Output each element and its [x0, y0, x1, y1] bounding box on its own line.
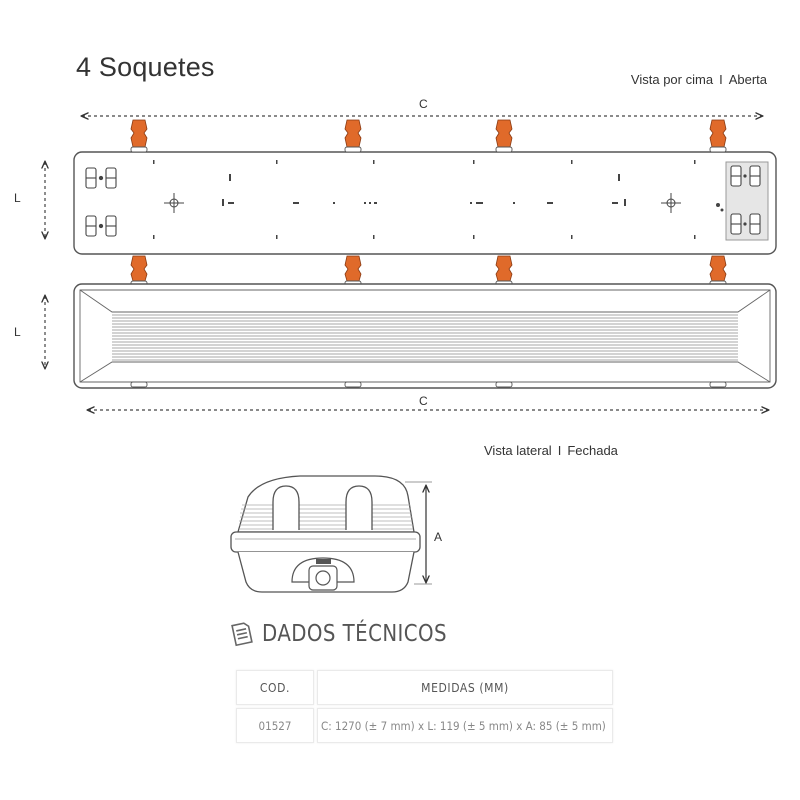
clip-mid-3 [495, 255, 513, 287]
side-width-dimension: L [14, 296, 45, 368]
mount-cross-right [661, 193, 681, 213]
height-label: A [434, 530, 442, 544]
document-icon [231, 622, 253, 647]
side-view-caption-left: Vista lateral [484, 443, 552, 458]
clip-mid-4 [709, 255, 727, 287]
clip-top-4 [709, 119, 727, 153]
top-length-dimension: C [82, 97, 762, 116]
technical-data-heading: DADOS TÉCNICOS [228, 620, 477, 648]
right-lamp-holders [716, 161, 769, 241]
side-view-caption-right: Fechada [567, 443, 618, 458]
page-title: 4 Soquetes [76, 52, 215, 82]
header-measures: MEDIDAS (MM) [317, 670, 613, 705]
top-length-label: C [419, 97, 428, 111]
top-view-caption-right: Aberta [728, 72, 767, 87]
spec-table-header: COD. MEDIDAS (MM) [236, 670, 613, 705]
interior-marks [153, 160, 696, 239]
side-length-label: C [419, 394, 428, 408]
diffuser-view [73, 283, 777, 389]
clip-top-1 [130, 119, 148, 153]
height-dimension: A [405, 481, 442, 585]
top-view-caption: Vista por cima I Aberta [631, 72, 767, 87]
table-row: 01527 C: 1270 (± 7 mm) x L: 119 (± 5 mm)… [236, 708, 613, 743]
cell-measures: C: 1270 (± 7 mm) x L: 119 (± 5 mm) x A: … [317, 708, 613, 743]
mount-cross-left [164, 193, 184, 213]
cross-section-view [230, 475, 421, 593]
top-view-housing [73, 151, 777, 255]
clip-mid-2 [344, 255, 362, 287]
side-length-dimension: C [88, 394, 768, 410]
left-lamp-holders [85, 167, 117, 237]
spec-table: COD. MEDIDAS (MM) 01527 C: 1270 (± 7 mm)… [233, 667, 616, 746]
clip-mid-1 [130, 255, 148, 287]
cable-gland [291, 557, 355, 591]
diffuser-ribs [112, 314, 738, 361]
top-view-caption-separator: I [719, 72, 723, 87]
top-width-label: L [14, 191, 21, 205]
header-code: COD. [236, 670, 314, 705]
top-view-caption-left: Vista por cima [630, 72, 714, 87]
side-view-caption: Vista lateral I Fechada [484, 443, 618, 458]
clip-top-3 [495, 119, 513, 153]
top-width-dimension: L [14, 162, 45, 238]
side-width-label: L [14, 325, 21, 339]
side-view-caption-separator: I [557, 443, 562, 458]
clip-top-2 [344, 119, 362, 153]
technical-data-title: DADOS TÉCNICOS [262, 621, 448, 647]
cell-code: 01527 [236, 708, 314, 743]
